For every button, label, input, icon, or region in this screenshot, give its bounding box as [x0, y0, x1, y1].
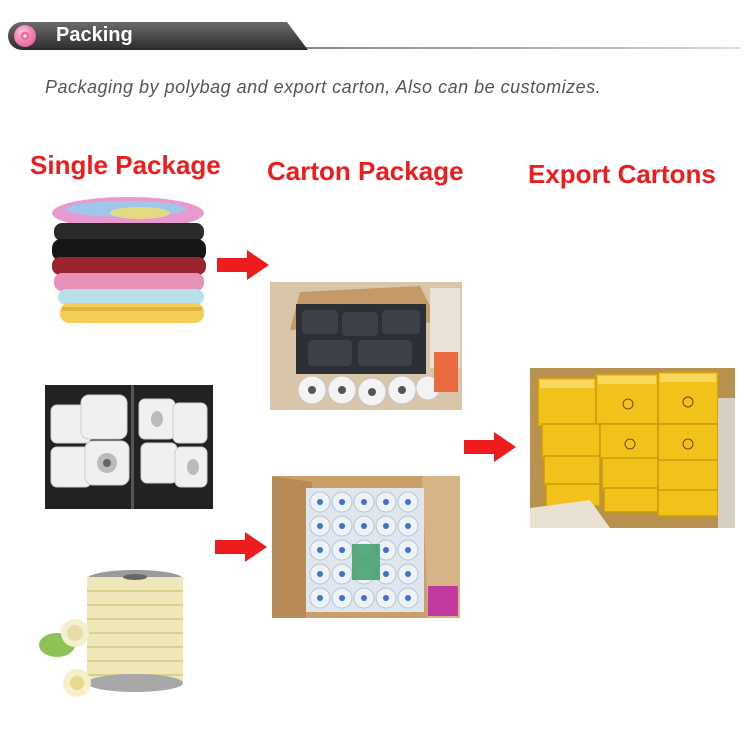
- heading-single-package: Single Package: [30, 150, 221, 180]
- photo-carton-black-packs: [270, 282, 462, 410]
- heading-export-cartons: Export Cartons: [528, 159, 716, 189]
- packaging-description: Packaging by polybag and export carton, …: [45, 77, 602, 97]
- banner-underline: [300, 47, 740, 49]
- section-title: Packing: [56, 24, 133, 46]
- heading-carton-package: Carton Package: [267, 156, 464, 186]
- photo-cord-reel: [35, 565, 205, 705]
- photo-carton-spools: [272, 476, 460, 618]
- photo-white-spools: [45, 385, 213, 509]
- photo-colorful-cord-packs: [48, 195, 210, 335]
- photo-export-cartons: [530, 368, 735, 528]
- banner-tab: [8, 22, 308, 50]
- right-arrow-icon: [217, 250, 269, 280]
- right-arrow-icon: [215, 532, 267, 562]
- flower-badge-icon: [14, 25, 36, 47]
- right-arrow-icon: [464, 432, 516, 462]
- section-banner: Packing: [0, 22, 750, 52]
